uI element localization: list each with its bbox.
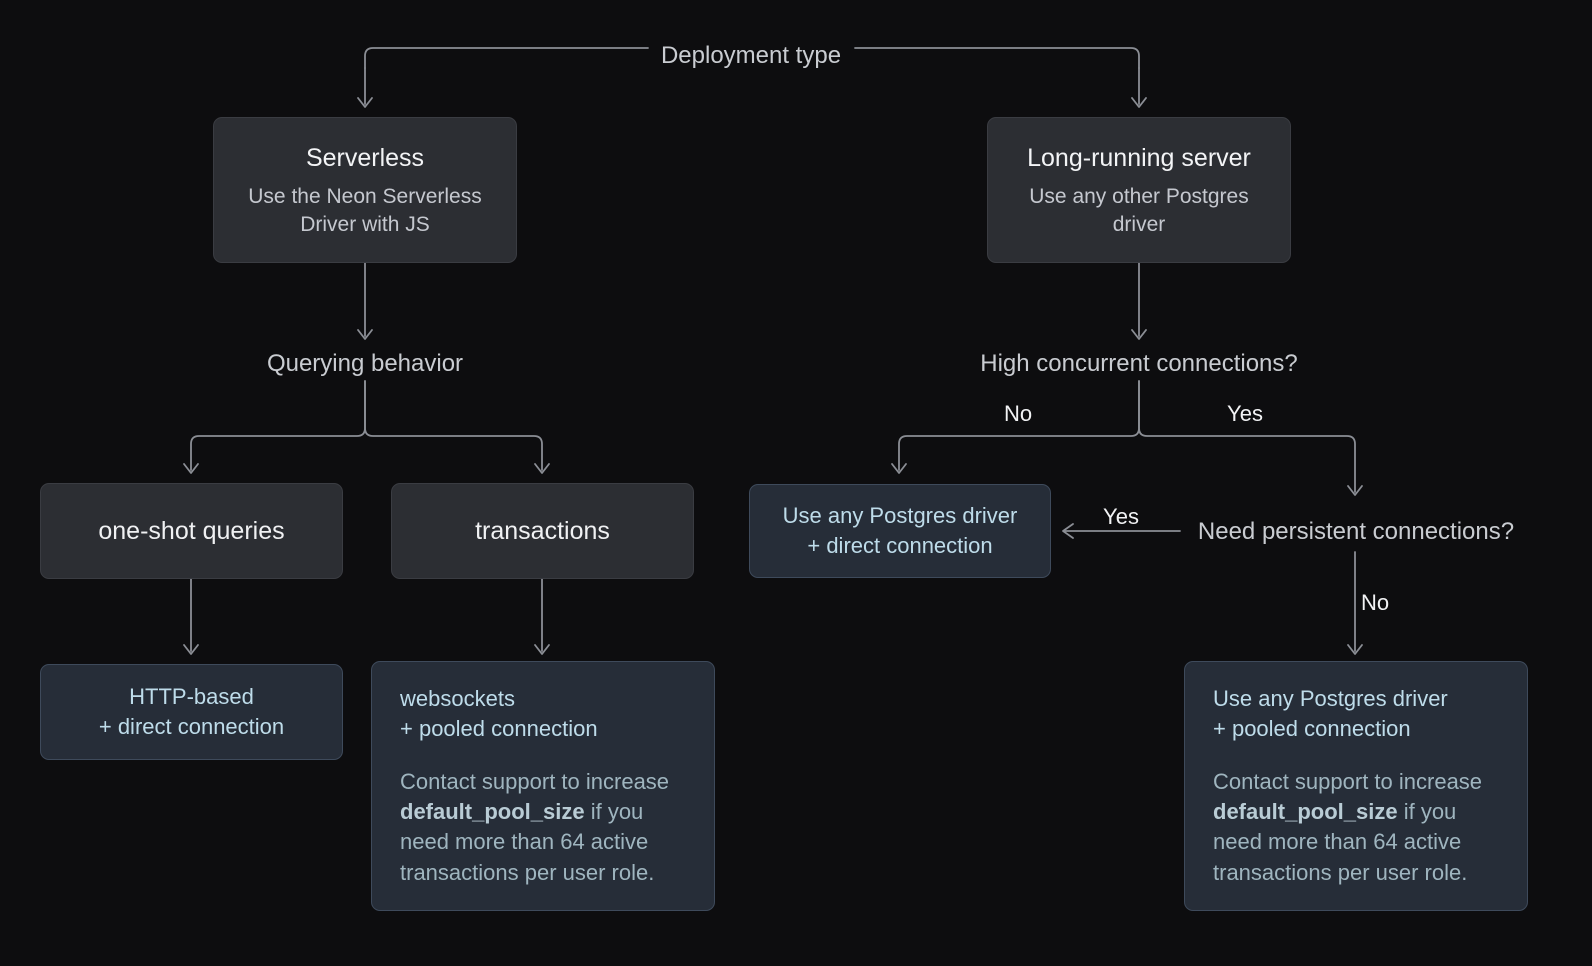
arrowhead-driver-direct — [891, 463, 907, 474]
node-transactions-title: transactions — [475, 516, 610, 545]
arrowhead-http — [183, 644, 199, 655]
arrowhead-transactions — [534, 463, 550, 474]
node-one-shot-queries[interactable]: one-shot queries — [40, 483, 343, 579]
node-serverless-title: Serverless — [305, 143, 425, 172]
node-driver-direct-connection[interactable]: Use any Postgres driver + direct connect… — [749, 484, 1051, 578]
node-serverless-subtitle: Use the Neon Serverless Driver with JS — [248, 184, 482, 236]
branch-label-need-persistent-connections: Need persistent connections? — [1197, 518, 1515, 545]
node-http-direct-line2: + direct connection — [98, 714, 285, 739]
edge-label-concurrency-no: No — [1003, 401, 1033, 426]
arrowhead-websockets — [534, 644, 550, 655]
branch-label-querying-behavior: Querying behavior — [266, 350, 464, 377]
edge-label-concurrency-yes: Yes — [1227, 401, 1263, 426]
root-label: Deployment type — [660, 42, 842, 69]
node-websockets-note-code: default_pool_size — [400, 799, 585, 824]
arrowhead-driver-pooled — [1347, 644, 1363, 655]
node-serverless[interactable]: Serverless Use the Neon Serverless Drive… — [213, 117, 517, 263]
wire-querying-to-transactions — [364, 380, 543, 471]
node-long-running-subtitle: Use any other Postgres driver — [1029, 184, 1249, 236]
node-driver-pooled-note: Contact support to increase default_pool… — [1213, 767, 1499, 888]
arrowhead-persistent-yes — [1062, 523, 1074, 539]
node-websockets-line2: + pooled connection — [400, 716, 598, 742]
edge-label-persistent-no: No — [1360, 590, 1390, 615]
node-websockets-note: Contact support to increase default_pool… — [400, 767, 686, 888]
branch-label-high-concurrent-connections: High concurrent connections? — [980, 350, 1298, 377]
edge-label-persistent-yes: Yes — [1103, 504, 1139, 529]
arrowhead-longrunning — [1131, 97, 1147, 108]
wire-concurrent-yes — [1138, 380, 1356, 493]
node-transactions[interactable]: transactions — [391, 483, 694, 579]
node-http-direct-connection[interactable]: HTTP-based + direct connection — [40, 664, 343, 760]
node-driver-pooled-line1: Use any Postgres driver — [1213, 685, 1448, 711]
node-driver-pooled-note-code: default_pool_size — [1213, 799, 1398, 824]
node-websockets-line1: websockets — [400, 685, 515, 711]
node-websockets-note-before: Contact support to increase — [400, 768, 670, 794]
node-driver-direct-line1: Use any Postgres driver — [782, 502, 1018, 528]
arrowhead-oneshot — [183, 463, 199, 474]
node-websockets-note-after: if you need more than 64 active transact… — [400, 799, 655, 885]
arrowhead-concurrent — [1131, 329, 1147, 340]
node-websockets-pooled-connection[interactable]: websockets + pooled connection Contact s… — [371, 661, 715, 911]
wire-querying-to-oneshot — [190, 380, 366, 471]
node-driver-pooled-connection[interactable]: Use any Postgres driver + pooled connect… — [1184, 661, 1528, 911]
wire-root-right — [854, 47, 1140, 69]
node-driver-pooled-note-after: if you need more than 64 active transact… — [1213, 799, 1468, 885]
node-driver-pooled-line2: + pooled connection — [1213, 716, 1411, 742]
arrowhead-persistent — [1347, 485, 1363, 496]
arrowhead-querying — [357, 329, 373, 340]
node-one-shot-queries-title: one-shot queries — [98, 516, 285, 545]
wire-root-left — [364, 47, 649, 69]
arrowhead-serverless — [357, 97, 373, 108]
node-driver-direct-line2: + direct connection — [807, 533, 993, 558]
node-long-running-title: Long-running server — [1027, 143, 1251, 172]
node-long-running-server[interactable]: Long-running server Use any other Postgr… — [987, 117, 1291, 263]
node-http-direct-line1: HTTP-based — [129, 683, 254, 709]
node-driver-pooled-note-before: Contact support to increase — [1213, 768, 1483, 794]
